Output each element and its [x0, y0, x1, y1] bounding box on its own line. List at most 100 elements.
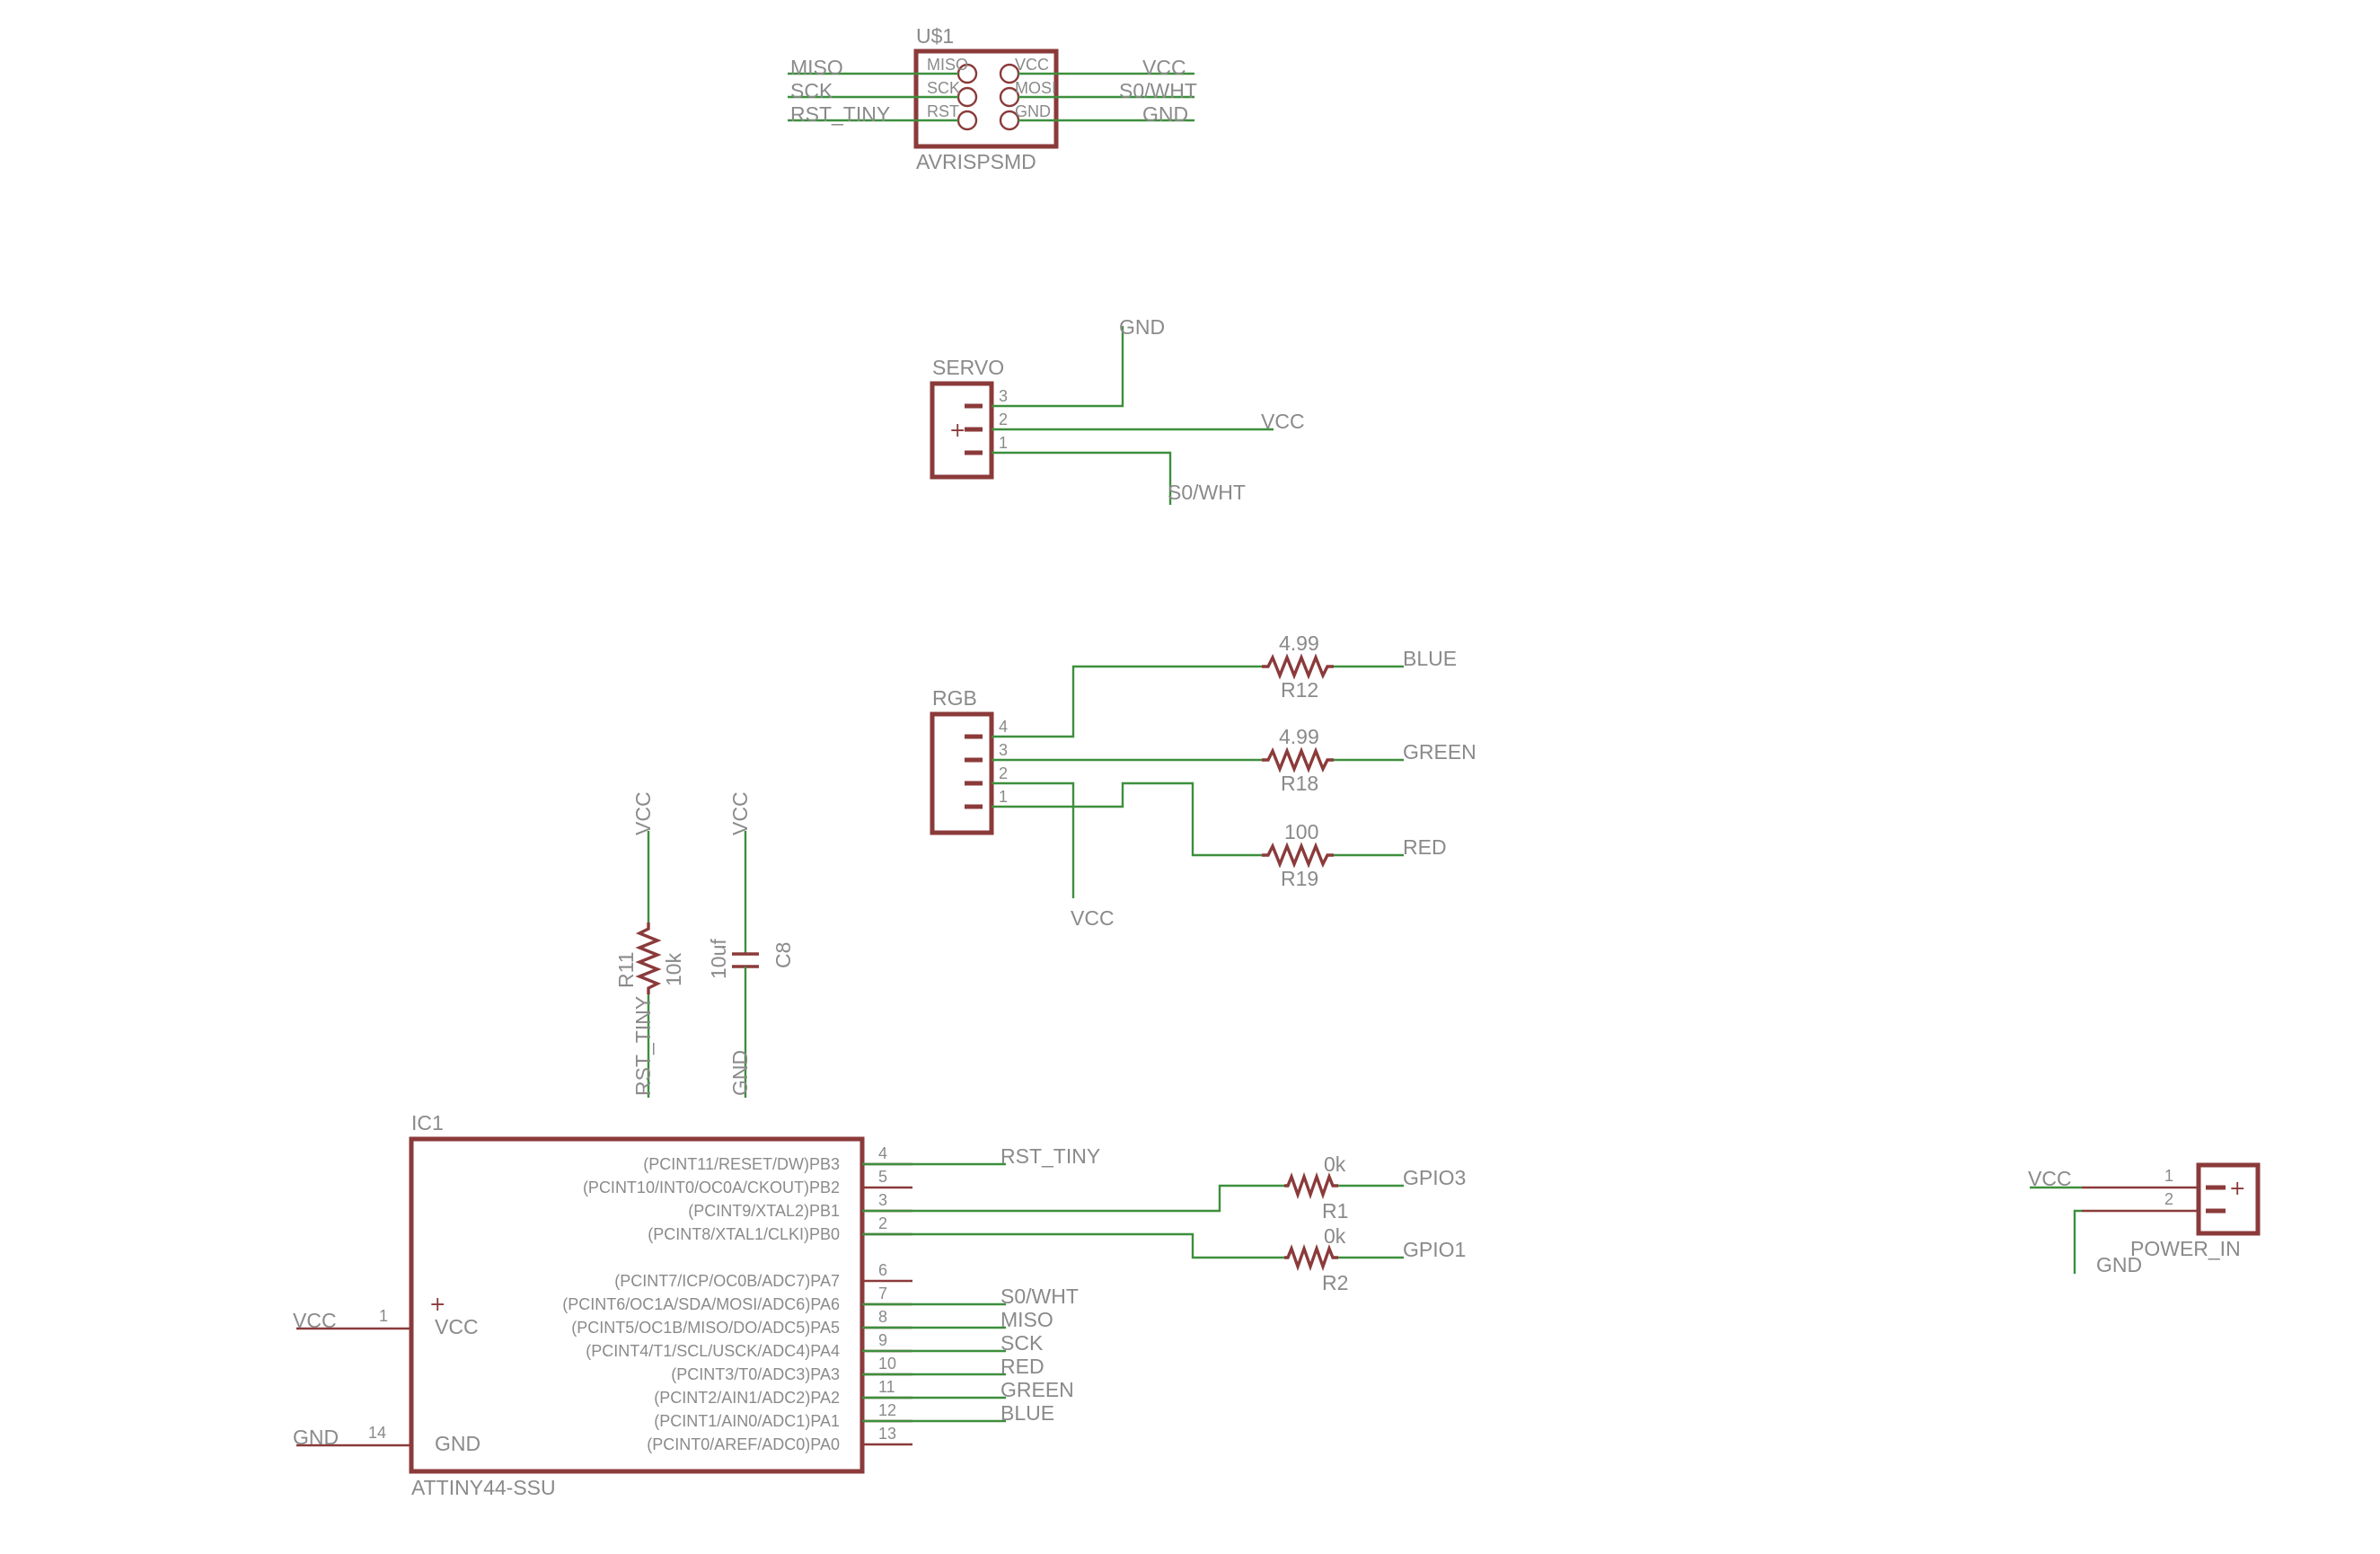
power-in-body [2196, 1162, 2261, 1236]
isp-pin-label: GND [1015, 102, 1051, 120]
pin-number: 1 [379, 1307, 388, 1325]
net-label: GND [728, 1050, 752, 1096]
resistor-symbol [1262, 653, 1334, 680]
pin-number: 2 [999, 411, 1008, 428]
net-label: VCC [631, 791, 655, 835]
power-in-name: POWER_IN [2130, 1237, 2241, 1260]
pin-number: 6 [878, 1261, 887, 1279]
pin-number: 1 [999, 434, 1008, 452]
ic1-gpio-wires[interactable] [862, 1184, 1404, 1259]
pin-number: 10 [878, 1355, 896, 1373]
isp-body [913, 49, 1059, 149]
power-wires[interactable] [2030, 1186, 2082, 1274]
pin-number: 4 [999, 718, 1008, 736]
resistor-value: 4.99 [1279, 631, 1319, 655]
power-in-connector[interactable]: + 1 2 POWER_IN [2082, 1162, 2261, 1260]
pin-number: 1 [2164, 1167, 2173, 1185]
pin-number: 13 [878, 1425, 896, 1443]
resistor-r18[interactable]: 4.99 R18 [1262, 725, 1334, 795]
resistor-name: R1 [1322, 1199, 1348, 1223]
ic1-value: ATTINY44-SSU [411, 1476, 556, 1499]
net-label: SCK [790, 79, 833, 102]
resistor-symbol [1262, 746, 1334, 773]
capacitor-value: 10uf [707, 939, 730, 979]
net-label: VCC [2028, 1167, 2072, 1190]
rgb-body [930, 711, 994, 835]
ic1-pin-label: VCC [435, 1315, 479, 1338]
resistor-name: R12 [1281, 678, 1318, 702]
wire [862, 1232, 1284, 1259]
resistor-r12[interactable]: 4.99 R12 [1262, 631, 1334, 702]
capacitor-name: C8 [771, 942, 795, 968]
resistor-r1[interactable]: 0k R1 [1284, 1152, 1348, 1223]
ic1-pin-label: (PCINT4/T1/SCL/USCK/ADC4)PA4 [586, 1342, 840, 1360]
pin-number: 8 [878, 1308, 887, 1326]
net-label: VCC [728, 791, 752, 835]
pin-number: 3 [999, 387, 1008, 405]
rgb-wires[interactable] [992, 665, 1404, 898]
ic1-pin-label: (PCINT11/RESET/DW)PB3 [643, 1155, 840, 1173]
polarity-plus-icon: + [949, 419, 965, 442]
net-label: S0/WHT [1168, 481, 1246, 504]
isp-header[interactable]: U$1 AVRISPSMD MISO SCK RST VCC MOSI GND [913, 24, 1059, 173]
net-label: GND [293, 1426, 339, 1449]
net-label: BLUE [1403, 647, 1457, 670]
pin-number: 2 [999, 764, 1008, 782]
pin-number: 12 [878, 1401, 896, 1419]
net-label: SCK [1000, 1331, 1044, 1355]
isp-pin-label: MOSI [1015, 79, 1056, 97]
net-label: GREEN [1403, 740, 1476, 764]
rgb-name: RGB [932, 686, 977, 710]
net-label: S0/WHT [1119, 79, 1197, 102]
ic1-pin-label: (PCINT1/AIN0/ADC1)PA1 [654, 1412, 840, 1430]
isp-pin-label: RST [927, 102, 959, 120]
resistor-name: R11 [614, 952, 638, 989]
rgb-header[interactable]: RGB 4 3 2 1 [930, 686, 1008, 835]
isp-wires[interactable] [788, 72, 1194, 122]
net-label: VCC [1261, 410, 1305, 433]
wire [992, 781, 1075, 898]
isp-name: U$1 [916, 24, 954, 48]
net-label: MISO [1000, 1308, 1053, 1331]
ic1-name: IC1 [411, 1111, 444, 1135]
ic1-attiny44[interactable]: IC1 ATTINY44-SSU + 1 14 VCC GND VCC GND … [293, 1111, 1100, 1499]
net-label: MISO [790, 56, 843, 79]
resistor-name: R18 [1281, 772, 1318, 795]
resistor-value: 4.99 [1279, 725, 1319, 748]
net-label: GPIO1 [1403, 1238, 1466, 1261]
resistor-r19[interactable]: 100 R19 [1262, 820, 1334, 890]
ic1-pin-label: (PCINT10/INT0/OC0A/CKOUT)PB2 [583, 1179, 840, 1196]
ic1-pin-label: (PCINT9/XTAL2)PB1 [688, 1202, 840, 1220]
resistor-symbol [1284, 1171, 1338, 1200]
pin-number: 5 [878, 1168, 887, 1186]
ic1-pin-label: (PCINT0/AREF/ADC0)PA0 [647, 1435, 840, 1453]
servo-header[interactable]: SERVO + 3 2 1 [930, 356, 1008, 480]
isp-pin-label: MISO [927, 56, 968, 74]
ic1-pin-label: (PCINT5/OC1B/MISO/DO/ADC5)PA5 [571, 1319, 840, 1337]
net-label: VCC [1071, 906, 1115, 930]
pin-number: 14 [368, 1424, 386, 1442]
pin-number: 3 [878, 1191, 887, 1209]
net-label: GND [2096, 1253, 2142, 1276]
pin-number: 1 [999, 788, 1008, 806]
resistor-r2[interactable]: 0k R2 [1284, 1224, 1348, 1294]
capacitor-c8[interactable]: C8 10uf VCC GND [707, 791, 795, 1098]
net-label: S0/WHT [1000, 1285, 1079, 1308]
resistor-name: R19 [1281, 867, 1318, 890]
net-label: RST_TINY [1000, 1144, 1100, 1168]
pin-number: 11 [878, 1378, 895, 1396]
net-label: RED [1403, 835, 1447, 859]
servo-wires[interactable] [992, 326, 1274, 505]
net-label: BLUE [1000, 1401, 1054, 1425]
ic1-pin-label: GND [435, 1432, 480, 1455]
isp-value: AVRISPSMD [916, 150, 1036, 173]
net-label: GPIO3 [1403, 1166, 1466, 1189]
wire [992, 326, 1124, 408]
pad-circle [956, 86, 978, 108]
pin-number: 2 [2164, 1190, 2173, 1208]
resistor-value: 0k [1324, 1224, 1346, 1248]
resistor-r11[interactable]: R11 10k VCC RST_TINY [614, 791, 685, 1098]
servo-name: SERVO [932, 356, 1004, 379]
